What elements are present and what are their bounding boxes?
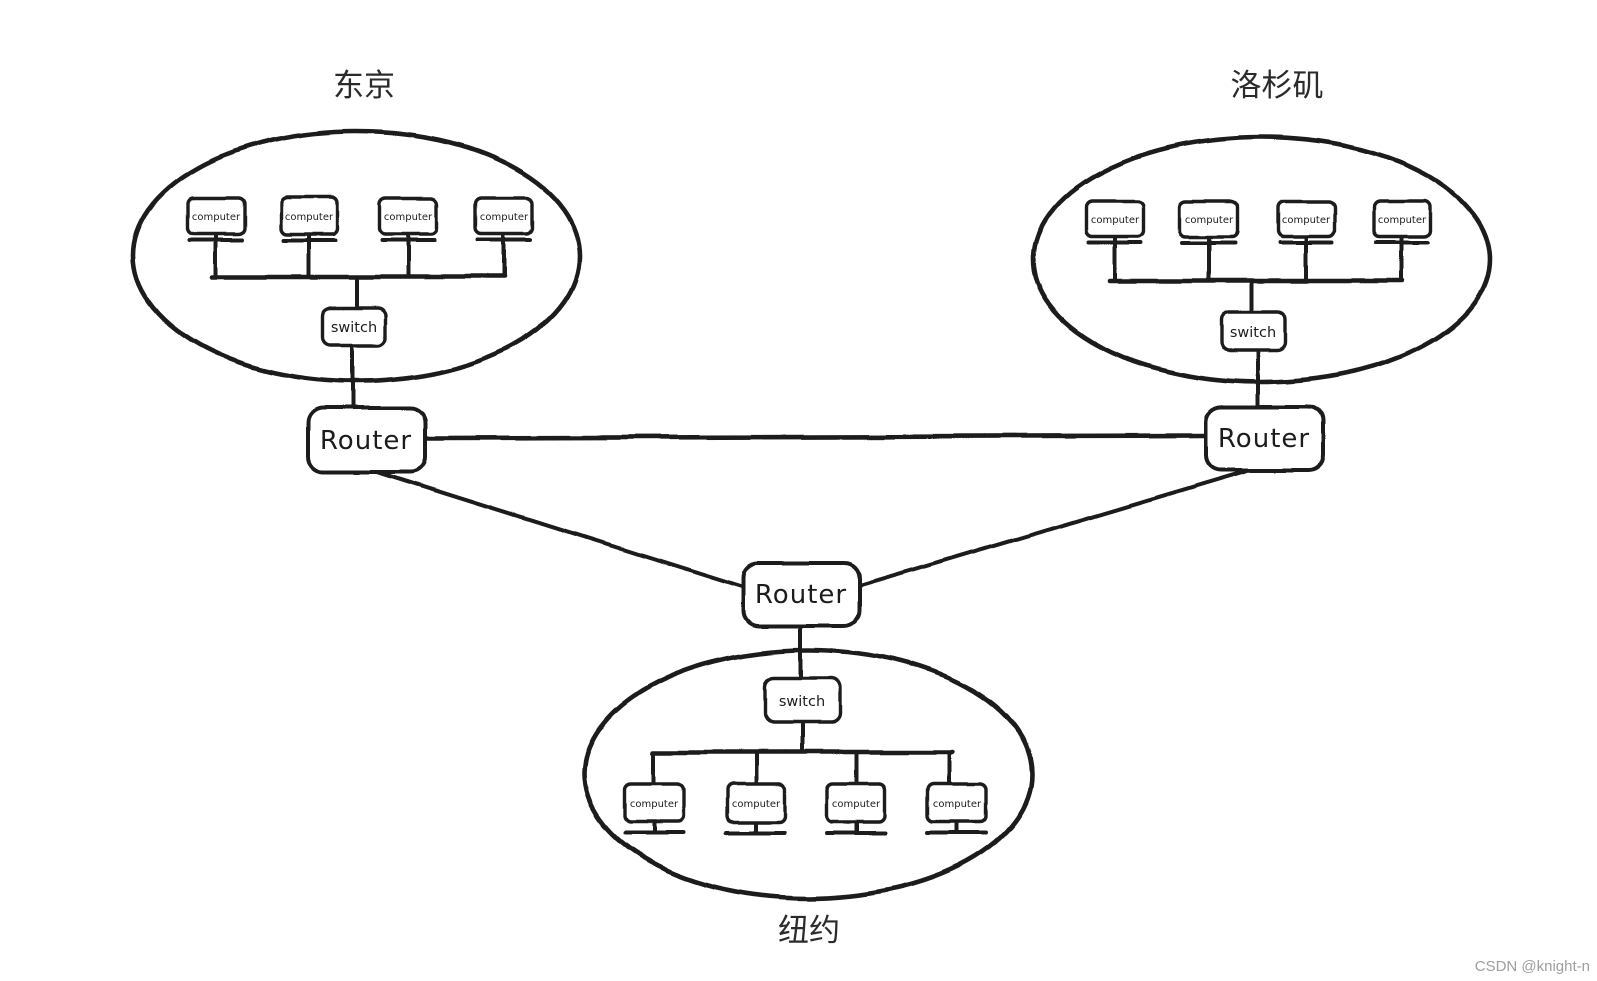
- new-york-bus-wiring: [623, 624, 988, 835]
- la-computer1-label: computer: [1091, 215, 1140, 226]
- tokyo-computer1-box: [185, 196, 247, 236]
- new-york-lan: [581, 624, 1035, 901]
- new-york-network-ellipse: [581, 647, 1035, 901]
- tokyo-computer2-box: [278, 196, 340, 236]
- la-computer3-box: [1275, 199, 1337, 239]
- los-angeles-lan: [1030, 134, 1493, 409]
- text-layer: 东京 洛杉矶 纽约 Router Router Router switch sw…: [192, 68, 1590, 975]
- ny-computer3-label: computer: [832, 799, 881, 810]
- tokyo-computer2-label: computer: [285, 212, 334, 223]
- ny-computer3-box: [825, 782, 887, 824]
- tokyo-computer1-stand: [188, 232, 244, 279]
- la-computer4-stand: [1374, 235, 1430, 283]
- tokyo-switch-label: switch: [331, 320, 377, 336]
- tokyo-ny-router-link: [375, 470, 747, 590]
- la-computer3-label: computer: [1282, 215, 1331, 226]
- la-computer4-label: computer: [1378, 215, 1427, 226]
- la-computer2-label: computer: [1185, 215, 1234, 226]
- la-computer2-box: [1178, 199, 1240, 239]
- ny-switch-box: [763, 676, 842, 725]
- new-york-city-label: 纽约: [778, 913, 840, 948]
- la-router-box: [1204, 405, 1325, 472]
- tokyo-router-box: [306, 406, 427, 474]
- linework-layer: [130, 128, 1493, 901]
- la-switch-label: switch: [1230, 325, 1276, 341]
- ny-switch-label: switch: [779, 694, 825, 710]
- tokyo-city-label: 东京: [333, 68, 395, 103]
- ny-router-label: Router: [755, 580, 847, 610]
- tokyo-router-label: Router: [320, 426, 412, 456]
- ny-router-box: [741, 561, 861, 628]
- la-computer2-stand: [1181, 235, 1237, 283]
- la-ny-router-link: [857, 468, 1251, 588]
- ny-computer4-label: computer: [933, 799, 982, 810]
- tokyo-lan: [130, 128, 583, 410]
- router-backbone: [306, 405, 1325, 628]
- los-angeles-city-label: 洛杉矶: [1231, 68, 1324, 103]
- ny-computer1-box: [623, 782, 685, 824]
- csdn-watermark: CSDN @knight-n: [1475, 958, 1590, 975]
- la-computer4-box: [1371, 199, 1433, 239]
- tokyo-computer4-box: [473, 196, 535, 236]
- tokyo-computer3-box: [377, 196, 439, 236]
- los-angeles-network-ellipse: [1030, 134, 1493, 385]
- tokyo-switch-box: [320, 306, 388, 347]
- la-computer3-stand: [1278, 235, 1334, 283]
- tokyo-network-ellipse: [130, 128, 583, 384]
- la-router-label: Router: [1218, 424, 1310, 454]
- tokyo-computer1-label: computer: [192, 212, 241, 223]
- tokyo-computer2-stand: [281, 232, 337, 279]
- ny-computer4-box: [926, 782, 988, 824]
- tokyo-computer3-stand: [380, 232, 436, 279]
- tokyo-computer3-label: computer: [384, 212, 433, 223]
- ny-computer1-label: computer: [630, 799, 679, 810]
- tokyo-la-router-link: [422, 433, 1209, 441]
- la-computer1-stand: [1087, 235, 1143, 283]
- la-computer1-box: [1084, 199, 1146, 239]
- ny-computer2-box: [725, 782, 787, 824]
- tokyo-computer4-stand: [476, 232, 532, 279]
- ny-computer2-label: computer: [732, 799, 781, 810]
- tokyo-computer4-label: computer: [480, 212, 529, 223]
- la-switch-box: [1219, 310, 1288, 352]
